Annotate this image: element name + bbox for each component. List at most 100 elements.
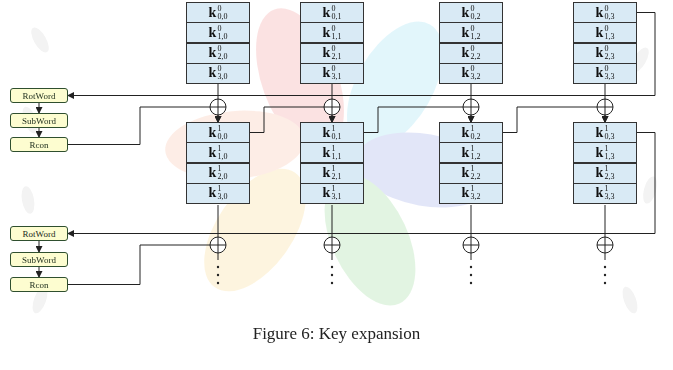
key-indices: 03,0: [217, 65, 227, 81]
key-indices: 03,2: [470, 65, 480, 81]
position-index: 3,1: [331, 73, 341, 81]
key-letter: k: [596, 46, 604, 60]
round-index: 1: [217, 145, 227, 153]
round-index: 1: [217, 185, 227, 193]
position-index: 3,3: [604, 73, 614, 81]
key-symbol: k00,3: [596, 5, 615, 21]
key-indices: 12,3: [604, 165, 614, 181]
key-word-cell: k10,1: [300, 122, 364, 143]
box-label: Rcon: [30, 140, 49, 150]
position-index: 0,3: [604, 13, 614, 21]
key-letter: k: [323, 66, 331, 80]
key-indices: 13,0: [217, 185, 227, 201]
key-word-cell: k12,1: [300, 163, 364, 184]
process-box: SubWord: [10, 113, 68, 128]
key-indices: 10,0: [217, 125, 227, 141]
position-index: 1,2: [470, 153, 480, 161]
position-index: 2,2: [470, 53, 480, 61]
key-word-cell: k03,0: [186, 63, 250, 84]
key-word-cell: k00,1: [300, 2, 364, 23]
round-index: 0: [217, 65, 227, 73]
round-index: 1: [470, 145, 480, 153]
continuation-dot: [331, 266, 333, 268]
key-indices: 10,2: [470, 125, 480, 141]
key-indices: 11,1: [331, 145, 341, 161]
position-index: 2,0: [217, 173, 227, 181]
connector: [39, 267, 40, 277]
key-word-cell: k12,2: [439, 163, 503, 184]
key-letter: k: [462, 126, 470, 140]
key-indices: 11,2: [470, 145, 480, 161]
key-indices: 12,2: [470, 165, 480, 181]
key-letter: k: [209, 46, 217, 60]
continuation-dot: [331, 274, 333, 276]
key-indices: 10,1: [331, 125, 341, 141]
key-indices: 12,0: [217, 165, 227, 181]
key-indices: 02,0: [217, 45, 227, 61]
key-indices: 00,3: [604, 5, 614, 21]
key-word-cell: k01,1: [300, 22, 364, 43]
key-indices: 03,1: [331, 65, 341, 81]
key-letter: k: [323, 46, 331, 60]
key-indices: 00,0: [217, 5, 227, 21]
position-index: 1,0: [217, 153, 227, 161]
key-symbol: k10,3: [596, 125, 615, 141]
box-label: SubWord: [22, 255, 56, 265]
key-letter: k: [209, 186, 217, 200]
key-symbol: k12,0: [209, 165, 228, 181]
key-symbol: k02,0: [209, 45, 228, 61]
key-letter: k: [596, 126, 604, 140]
key-symbol: k01,1: [323, 25, 342, 41]
key-word-cell: k11,0: [186, 142, 250, 163]
key-symbol: k03,1: [323, 65, 342, 81]
continuation-dot: [604, 266, 606, 268]
round-index: 1: [470, 125, 480, 133]
key-symbol: k13,1: [323, 185, 342, 201]
continuation-dot: [604, 274, 606, 276]
key-word-cell: k03,1: [300, 63, 364, 84]
key-word-cell: k12,3: [573, 163, 637, 184]
key-word-cell: k11,3: [573, 142, 637, 163]
round-index: 0: [217, 45, 227, 53]
key-symbol: k10,1: [323, 125, 342, 141]
position-index: 0,2: [470, 13, 480, 21]
key-letter: k: [596, 146, 604, 160]
process-box: RotWord: [10, 88, 68, 103]
key-indices: 13,2: [470, 185, 480, 201]
position-index: 1,3: [604, 33, 614, 41]
key-letter: k: [323, 186, 331, 200]
box-label: Rcon: [30, 280, 49, 290]
position-index: 3,0: [217, 73, 227, 81]
round-index: 1: [604, 125, 614, 133]
key-letter: k: [462, 6, 470, 20]
xor-symbol: [597, 237, 613, 253]
key-symbol: k10,2: [462, 125, 481, 141]
key-symbol: k02,3: [596, 45, 615, 61]
key-word-cell: k13,2: [439, 183, 503, 204]
round-index: 0: [604, 5, 614, 13]
round-index: 1: [470, 185, 480, 193]
key-word-cell: k00,3: [573, 2, 637, 23]
key-letter: k: [323, 6, 331, 20]
key-word-cell: k00,0: [186, 2, 250, 23]
round-index: 0: [331, 5, 341, 13]
xor-symbol: [324, 99, 340, 115]
box-label: RotWord: [23, 229, 56, 239]
key-symbol: k01,0: [209, 25, 228, 41]
key-indices: 02,3: [604, 45, 614, 61]
round-index: 1: [331, 185, 341, 193]
key-word-cell: k03,2: [439, 63, 503, 84]
key-symbol: k03,3: [596, 65, 615, 81]
round-index: 1: [331, 125, 341, 133]
key-word-cell: k10,0: [186, 122, 250, 143]
position-index: 1,3: [604, 153, 614, 161]
position-index: 0,2: [470, 133, 480, 141]
position-index: 2,2: [470, 173, 480, 181]
round-index: 1: [217, 165, 227, 173]
box-label: SubWord: [22, 116, 56, 126]
key-indices: 12,1: [331, 165, 341, 181]
continuation-dot: [217, 274, 219, 276]
round-index: 1: [217, 125, 227, 133]
key-word-cell: k13,1: [300, 183, 364, 204]
key-indices: 13,3: [604, 185, 614, 201]
